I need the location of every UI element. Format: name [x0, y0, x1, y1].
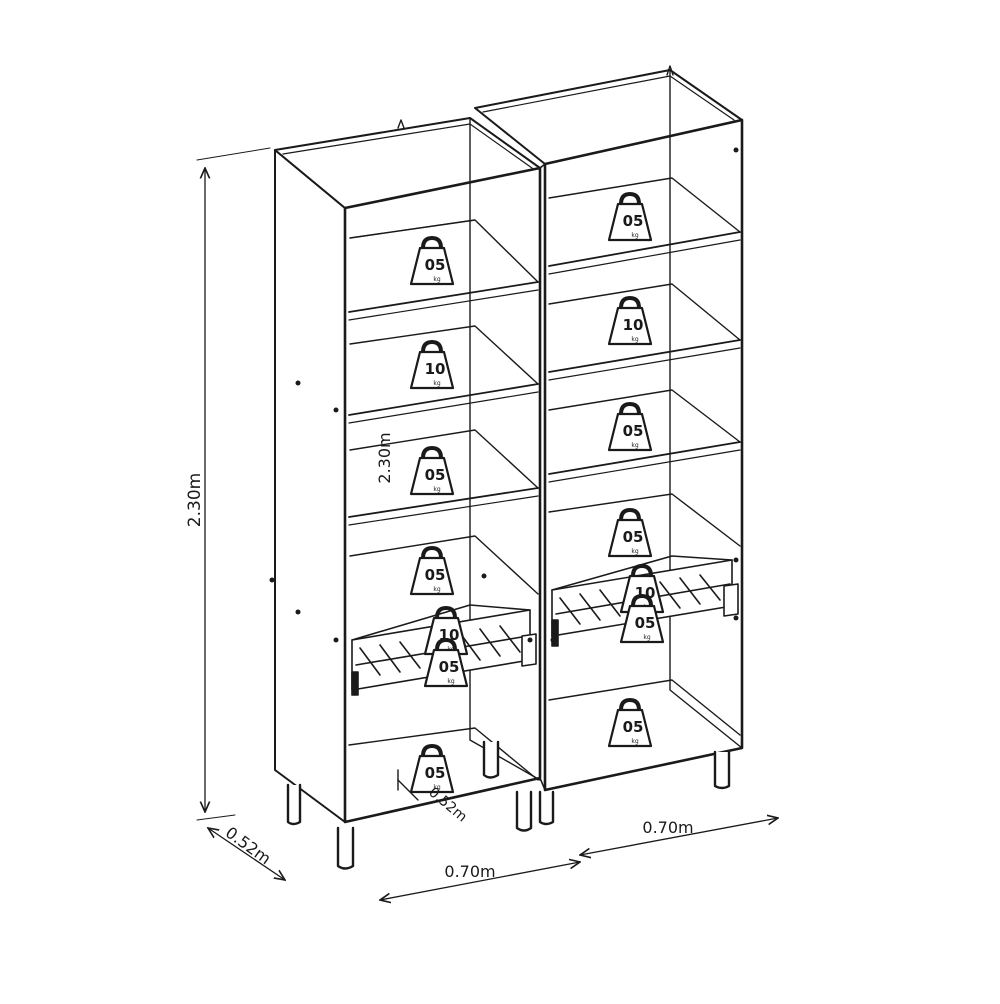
weight-unit: kg: [631, 336, 638, 343]
weight-unit: kg: [433, 276, 440, 283]
dimension-lines: [196, 147, 778, 900]
right-cabinet: [474, 65, 744, 826]
weight-unit: kg: [433, 486, 440, 493]
width-right-label: 0.70m: [642, 818, 693, 837]
weight-unit: kg: [433, 380, 440, 387]
weight-value: 05: [623, 422, 644, 440]
weight-right-shelf-3: 05 kg: [607, 402, 653, 452]
weight-unit: kg: [631, 738, 638, 745]
inner-height-label: 2.30m: [375, 432, 394, 483]
weight-value: 05: [425, 566, 446, 584]
weight-value: 05: [635, 614, 656, 632]
left-cabinet: [269, 117, 542, 870]
height-label: 2.30m: [185, 473, 205, 527]
weight-value: 05: [623, 528, 644, 546]
weight-value: 05: [623, 212, 644, 230]
weight-left-shelf-3: 05 kg: [409, 446, 455, 496]
weight-unit: kg: [433, 586, 440, 593]
weight-value: 05: [425, 466, 446, 484]
weight-unit: kg: [433, 784, 440, 791]
weight-right-bottom: 05 kg: [607, 698, 653, 748]
weight-unit: kg: [631, 442, 638, 449]
weight-right-shelf-4: 05 kg: [607, 508, 653, 558]
weight-unit: kg: [631, 232, 638, 239]
weight-value: 05: [425, 256, 446, 274]
weight-unit: kg: [631, 548, 638, 555]
weight-value: 05: [439, 658, 460, 676]
weight-left-bottom: 05 kg: [409, 744, 455, 794]
weight-value: 10: [635, 584, 656, 602]
weight-value: 05: [425, 764, 446, 782]
weight-right-shelf-2: 10 kg: [607, 296, 653, 346]
weight-unit: kg: [643, 634, 650, 641]
right-weight-icons: 05kg10kg05kg05kg10kg05kg05kg: [607, 192, 665, 748]
weight-left-rack-2: 05 kg: [423, 638, 469, 688]
weight-value: 10: [425, 360, 446, 378]
depth-label: 0.52m: [222, 823, 275, 868]
weight-right-shelf-1: 05 kg: [607, 192, 653, 242]
weight-value: 05: [623, 718, 644, 736]
weight-value: 10: [623, 316, 644, 334]
weight-right-rack-2: 05 kg: [619, 594, 665, 644]
width-left-label: 0.70m: [444, 862, 495, 881]
weight-left-shelf-2: 10 kg: [409, 340, 455, 390]
weight-unit: kg: [447, 678, 454, 685]
left-weight-icons: 05kg10kg05kg05kg10kg05kg05kg: [409, 236, 469, 794]
weight-left-shelf-1: 05 kg: [409, 236, 455, 286]
weight-left-shelf-4: 05 kg: [409, 546, 455, 596]
